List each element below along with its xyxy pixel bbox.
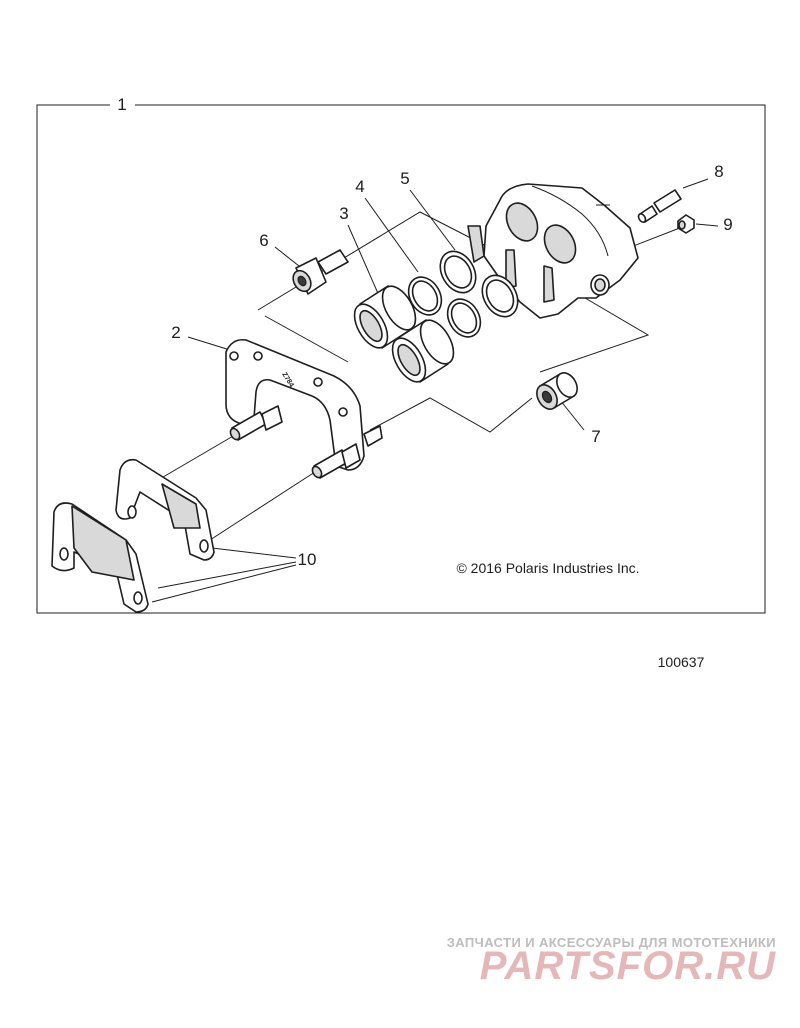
callout-1: 1 bbox=[117, 95, 126, 114]
watermark-tagline: ЗАПЧАСТИ И АКСЕССУАРЫ ДЛЯ МОТОТЕХНИКИ bbox=[446, 935, 776, 950]
watermark-brand: PARTSFOR.RU bbox=[479, 944, 776, 988]
caliper-pistons bbox=[353, 285, 455, 383]
callout-9: 9 bbox=[723, 215, 732, 234]
callout-6: 6 bbox=[259, 231, 268, 250]
bleeder-screw bbox=[637, 189, 682, 223]
callout-5: 5 bbox=[400, 169, 409, 188]
callout-2: 2 bbox=[171, 323, 180, 342]
callout-4: 4 bbox=[355, 177, 364, 196]
bleeder-cap bbox=[677, 214, 695, 234]
rubber-boot bbox=[536, 372, 578, 410]
brake-pad-inner bbox=[115, 458, 215, 561]
caliper-body bbox=[467, 183, 639, 319]
assembly-frame bbox=[36, 104, 766, 614]
callout-8: 8 bbox=[714, 162, 723, 181]
callout-10: 10 bbox=[298, 550, 317, 569]
guide-pin bbox=[292, 249, 349, 295]
callout-3: 3 bbox=[339, 204, 348, 223]
outer-seal-rings bbox=[439, 250, 519, 318]
leader-lines bbox=[151, 178, 719, 603]
callout-7: 7 bbox=[591, 427, 600, 446]
caliper-bracket: Z784 bbox=[225, 338, 383, 479]
brake-pad-outer bbox=[51, 502, 149, 613]
copyright-notice: © 2016 Polaris Industries Inc. bbox=[456, 560, 639, 576]
figure-number: 100637 bbox=[658, 654, 705, 670]
